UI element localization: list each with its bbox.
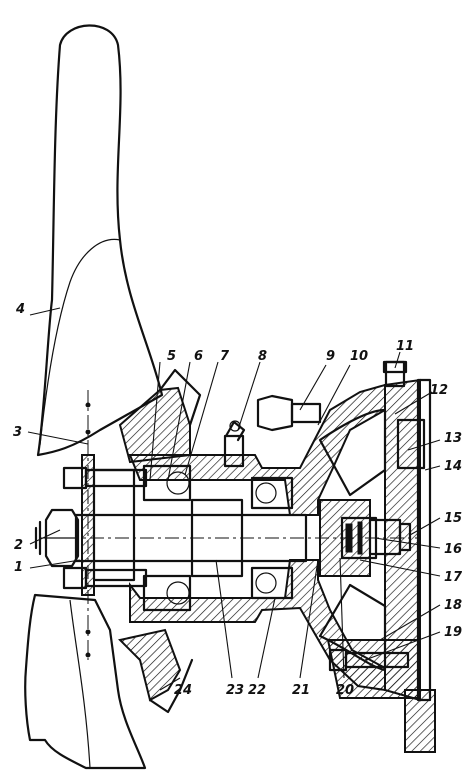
cover-bolt (328, 648, 410, 672)
fan-blade-upper (36, 24, 164, 457)
fan-axis-dot (85, 652, 91, 658)
callout-16: 16 (444, 542, 462, 557)
callout-7: 7 (220, 349, 230, 364)
callout-11: 11 (396, 339, 414, 354)
callout-3: 3 (13, 425, 22, 440)
callout-1: 1 (14, 560, 23, 575)
impeller-bolt (368, 518, 412, 556)
callout-8: 8 (258, 349, 267, 364)
callout-2: 2 (14, 538, 23, 553)
fan-axis-dot (85, 429, 91, 435)
front-ball-bearing (142, 464, 192, 612)
callout-17: 17 (444, 570, 463, 585)
pump-cover (396, 378, 432, 702)
pump-housing (128, 378, 436, 753)
impeller (318, 408, 387, 672)
callout-9: 9 (326, 349, 335, 364)
callout-22: 22 (248, 683, 266, 698)
callout-23: 23 (226, 683, 244, 698)
leader-lines (27, 307, 441, 691)
callout-24: 24 (174, 683, 192, 698)
fan-axis-dot (85, 402, 91, 408)
callout-6: 6 (194, 349, 203, 364)
fan-axis-dot (85, 629, 91, 635)
callout-20: 20 (336, 683, 354, 698)
fan-bolt-lower (62, 566, 148, 590)
callout-15: 15 (444, 511, 462, 526)
callout-13: 13 (444, 431, 462, 446)
pump-shaft (40, 498, 420, 578)
rear-ball-bearing (250, 476, 294, 600)
callout-12: 12 (430, 383, 448, 398)
inlet-nut (256, 394, 322, 432)
callout-14: 14 (444, 459, 462, 474)
callout-5: 5 (167, 349, 176, 364)
pulley (118, 368, 202, 714)
fan-blade-lower (24, 593, 147, 770)
callout-18: 18 (444, 598, 462, 613)
fan-hub-flange (81, 454, 136, 596)
drain-plug (382, 360, 408, 388)
callout-10: 10 (350, 349, 368, 364)
callout-4: 4 (15, 302, 25, 317)
callout-19: 19 (444, 625, 462, 640)
callout-21: 21 (292, 683, 310, 698)
